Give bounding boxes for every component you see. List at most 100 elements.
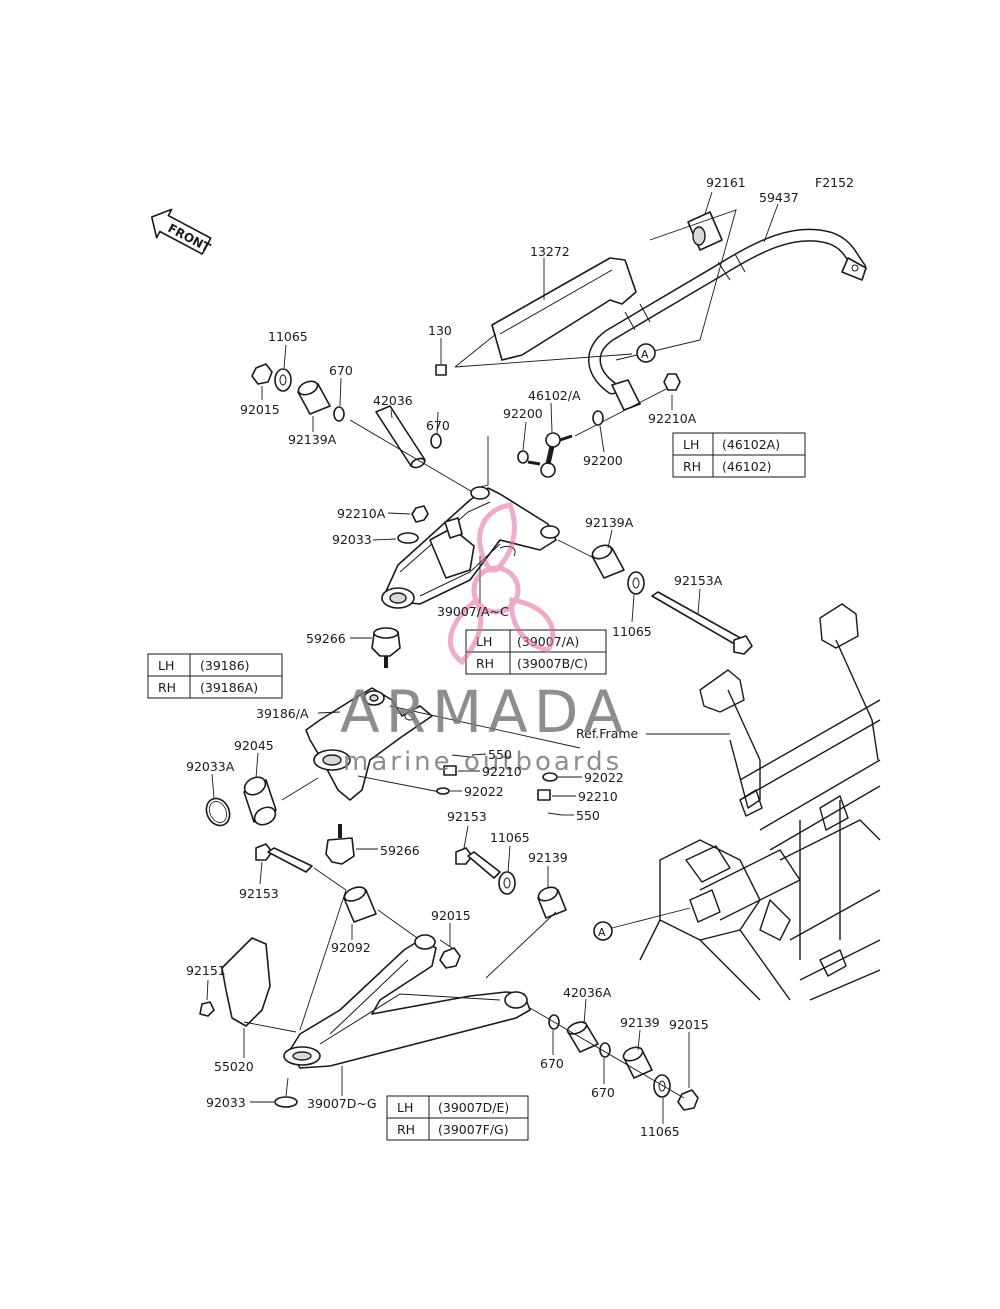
svg-text:A: A — [598, 926, 606, 939]
washer-92200-left — [517, 421, 529, 464]
o-ring-670-b — [430, 411, 442, 449]
svg-text:LH: LH — [476, 634, 492, 649]
label-130: 130 — [428, 323, 452, 338]
label-92139-lower: 92139 — [620, 1015, 660, 1030]
bolt-92153-center — [455, 825, 501, 879]
bushing-92092 — [343, 886, 377, 940]
label-92153a: 92153A — [674, 573, 723, 588]
label-13272: 13272 — [530, 244, 570, 259]
label-92200-right: 92200 — [583, 453, 623, 468]
bolt-130 — [435, 338, 447, 376]
label-92161: 92161 — [706, 175, 746, 190]
sleeve-42036a — [566, 998, 599, 1053]
o-ring-670-c — [548, 1014, 560, 1055]
bolt-92153a — [651, 588, 753, 655]
reference-frame — [639, 603, 881, 1001]
svg-text:(46102): (46102) — [722, 459, 772, 474]
label-550-upper: 550 — [488, 747, 512, 762]
label-92033a: 92033A — [186, 759, 235, 774]
svg-text:LH: LH — [683, 437, 699, 452]
guard-55020 — [221, 937, 271, 1058]
label-92210-lower: 92210 — [578, 789, 618, 804]
label-11065-upper-right: 11065 — [612, 624, 652, 639]
o-ring-670-a — [333, 377, 345, 422]
label-92139a-upper-left: 92139A — [288, 432, 337, 447]
lower-a-arm-39007 — [283, 934, 531, 1096]
snap-ring-92033a — [205, 773, 231, 827]
nut-92210a-mid — [387, 505, 429, 523]
sleeve-42036 — [375, 405, 426, 469]
bushing-92139a-upper-right — [591, 529, 625, 579]
washer-92200-right — [592, 410, 605, 453]
nut-92210-lower — [537, 789, 576, 801]
table-39007-a-c: LH (39007/A) RH (39007B/C) — [465, 629, 607, 675]
svg-text:LH: LH — [397, 1100, 413, 1115]
svg-text:A: A — [641, 348, 649, 361]
label-550-lower: 550 — [576, 808, 600, 823]
label-92033-lower: 92033 — [206, 1095, 246, 1110]
ball-joint-59266-lower — [325, 824, 378, 865]
svg-text:RH: RH — [476, 656, 494, 671]
bushing-92161 — [687, 211, 723, 251]
label-92022-left: 92022 — [464, 784, 504, 799]
watermark-title: ARMADA — [340, 678, 629, 746]
label-92015-center: 92015 — [431, 908, 471, 923]
svg-text:RH: RH — [158, 680, 176, 695]
stabilizer-bar — [588, 228, 867, 411]
label-11065-lower: 11065 — [640, 1124, 680, 1139]
label-670-b: 670 — [426, 418, 450, 433]
link-rod-46102 — [527, 402, 573, 478]
svg-text:(39186): (39186) — [200, 658, 250, 673]
guard-plate-13272 — [491, 257, 637, 361]
label-46102: 46102/A — [528, 388, 581, 403]
washer-11065-upper — [274, 344, 292, 392]
washer-11065-upper-right — [627, 571, 645, 623]
table-39186: LH (39186) RH (39186A) — [147, 653, 283, 699]
label-670-c: 670 — [540, 1056, 564, 1071]
svg-text:LH: LH — [158, 658, 174, 673]
washer-92022-left — [436, 787, 462, 795]
label-11065-center: 11065 — [490, 830, 530, 845]
bushing-92139a-upper-left — [297, 380, 331, 432]
table-46102: LH (46102A) RH (46102) — [672, 432, 806, 478]
washer-92022-right — [542, 772, 582, 782]
nut-92015-lower — [677, 1032, 699, 1111]
cotter-pin-550-upper — [451, 753, 487, 758]
label-92045: 92045 — [234, 738, 274, 753]
nut-92015-center — [439, 923, 461, 969]
label-92022-right: 92022 — [584, 770, 624, 785]
label-92210-upper: 92210 — [482, 764, 522, 779]
upper-a-arm-39007 — [381, 486, 560, 609]
label-92210a-mid: 92210A — [337, 506, 386, 521]
bushing-92139-lower — [622, 1029, 653, 1079]
nut-92210a-top — [663, 373, 681, 410]
label-59437: 59437 — [759, 190, 799, 205]
table-39007-d-g: LH (39007D/E) RH (39007F/G) — [386, 1095, 529, 1141]
label-39007-a-c: 39007/A~C — [437, 604, 509, 619]
bolt-92153-left — [255, 843, 313, 885]
steering-knuckle-39186 — [305, 687, 433, 801]
svg-text:RH: RH — [683, 459, 701, 474]
front-arrow-icon: FRONT — [150, 208, 213, 255]
label-92153-center: 92153 — [447, 809, 487, 824]
label-670-d: 670 — [591, 1085, 615, 1100]
label-55020: 55020 — [214, 1059, 254, 1074]
label-92092: 92092 — [331, 940, 371, 955]
label-92139-center: 92139 — [528, 850, 568, 865]
svg-text:(46102A): (46102A) — [722, 437, 780, 452]
watermark-subtitle: marine outboards — [343, 747, 622, 777]
label-42036: 42036 — [373, 393, 413, 408]
label-670-a: 670 — [329, 363, 353, 378]
ref-frame-label: Ref.Frame — [576, 726, 639, 741]
bearing-92045 — [243, 752, 277, 826]
cotter-pin-550-lower — [547, 812, 574, 816]
svg-text:(39007D/E): (39007D/E) — [438, 1100, 509, 1115]
label-92033-upper: 92033 — [332, 532, 372, 547]
o-ring-670-d — [599, 1042, 611, 1084]
watermark-logo-icon — [448, 502, 556, 666]
nut-92210-upper — [443, 765, 480, 776]
figure-code: F2152 — [815, 175, 854, 190]
label-59266-upper: 59266 — [306, 631, 346, 646]
svg-text:RH: RH — [397, 1122, 415, 1137]
